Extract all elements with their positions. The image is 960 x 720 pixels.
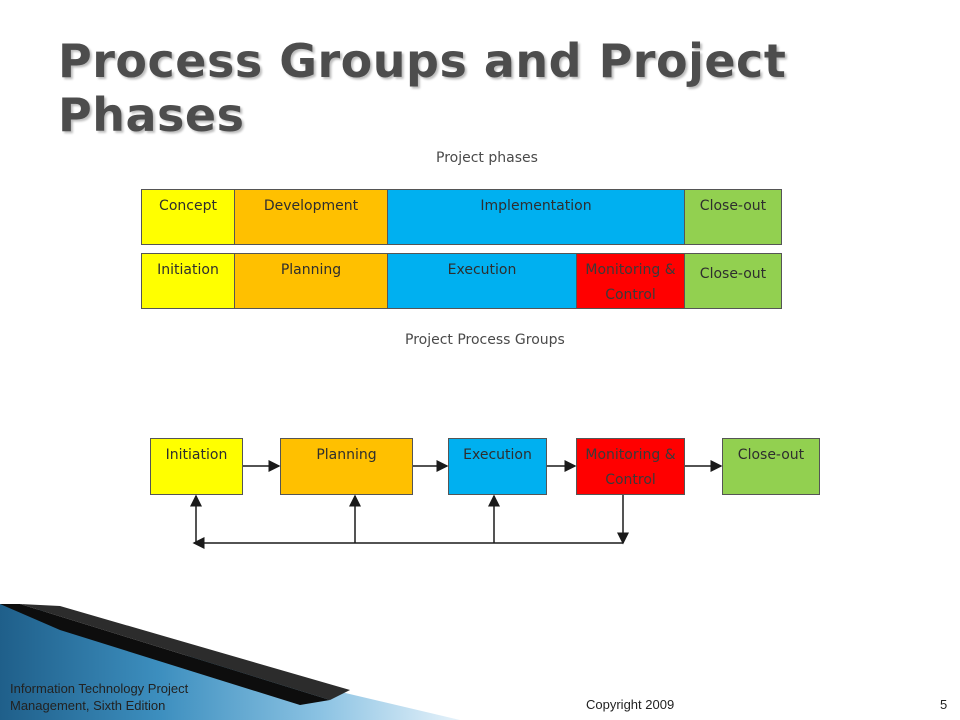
group-monitoring-control-label: Monitoring & Control xyxy=(585,262,676,303)
group-planning: Planning xyxy=(234,253,388,309)
footer-book-line2: Management, Sixth Edition xyxy=(10,698,166,713)
footer-book-line1: Information Technology Project xyxy=(10,681,189,696)
flow-monitoring-control-label: Monitoring & Control xyxy=(585,447,676,488)
page-number: 5 xyxy=(940,697,948,712)
group-close-out: Close-out xyxy=(684,253,782,309)
flow-monitoring-control: Monitoring & Control xyxy=(576,438,685,495)
process-groups-caption: Project Process Groups xyxy=(405,332,565,348)
slide-title: Process Groups and Project Phases xyxy=(58,34,787,142)
phases-caption: Project phases xyxy=(436,150,538,166)
group-monitoring-control: Monitoring & Control xyxy=(576,253,685,309)
group-initiation: Initiation xyxy=(141,253,235,309)
group-execution: Execution xyxy=(387,253,577,309)
flow-close-out: Close-out xyxy=(722,438,820,495)
flow-execution: Execution xyxy=(448,438,547,495)
footer-book-title: Information Technology Project Managemen… xyxy=(10,680,188,714)
flow-planning: Planning xyxy=(280,438,413,495)
phase-close-out: Close-out xyxy=(684,189,782,245)
flow-initiation: Initiation xyxy=(150,438,243,495)
phase-implementation: Implementation xyxy=(387,189,685,245)
phase-development: Development xyxy=(234,189,388,245)
footer-copyright: Copyright 2009 xyxy=(586,697,675,712)
